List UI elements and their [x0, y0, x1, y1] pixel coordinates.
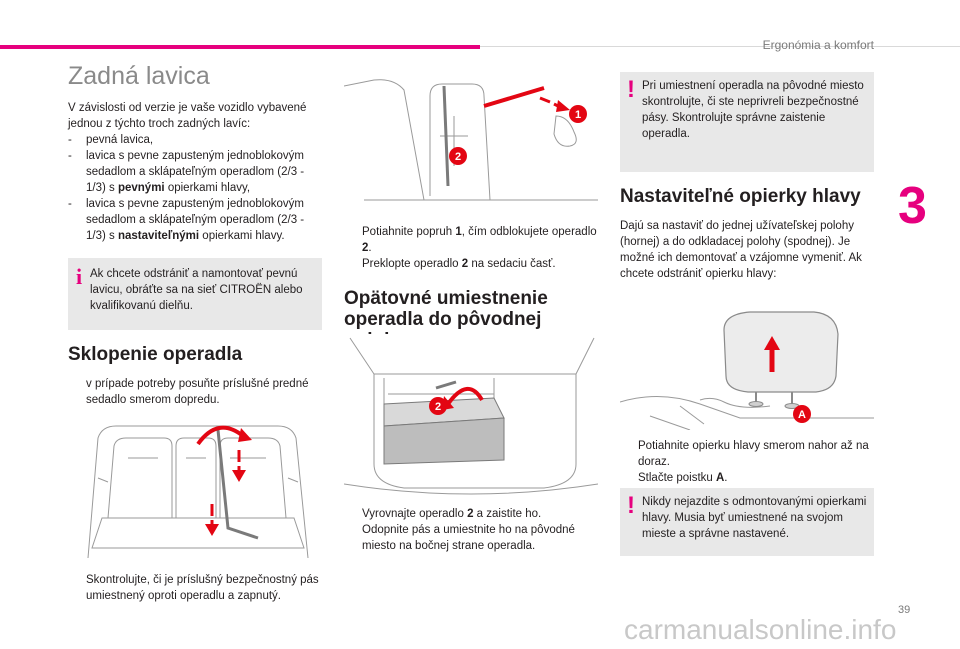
rear-bench-illustration — [68, 418, 322, 568]
strap-release-illustration: 1 2 — [343, 76, 598, 210]
col2-steps-bottom: Vyrovnajte operadlo 2 a zaistite ho. Odo… — [344, 506, 598, 554]
bullet-icon — [620, 470, 638, 486]
callout-2-label: 2 — [435, 401, 441, 413]
col2-steps-top: Potiahnite popruh 1, čím odblokujete ope… — [344, 224, 598, 272]
warning-box: ! Pri umiestnení operadla na pôvodné mie… — [620, 72, 874, 172]
step-item: Vyrovnajte operadlo 2 a zaistite ho. — [344, 506, 598, 522]
bullet-icon — [344, 256, 362, 272]
intro-paragraph: V závislosti od verzie je vaše vozidlo v… — [68, 102, 307, 130]
step-item: Stlačte poistku A. — [620, 470, 874, 486]
step-item: Potiahnite opierku hlavy smerom nahor až… — [620, 438, 874, 470]
callout-a-label: A — [798, 409, 806, 421]
info-text: Ak chcete odstrániť a namontovať pevnú l… — [90, 268, 303, 312]
step-item: Skontrolujte, či je príslušný bezpečnost… — [68, 572, 322, 604]
bullet-icon — [68, 572, 86, 604]
subsection-title: Sklopenie operadla — [68, 344, 243, 365]
callout-2-label: 2 — [455, 151, 461, 163]
intro-text: V závislosti od verzie je vaše vozidlo v… — [68, 100, 322, 244]
bullet-icon — [620, 438, 638, 470]
warning-box: ! Nikdy nejazdite s odmontovanými opierk… — [620, 488, 874, 556]
watermark: carmanualsonline.info — [624, 614, 897, 645]
subsection-title: Nastaviteľné opierky hlavy — [620, 186, 861, 207]
list-item: - pevná lavica, — [68, 134, 154, 146]
bullet-icon — [68, 376, 86, 408]
callout-1-marker — [569, 105, 587, 123]
callout-1-label: 1 — [575, 109, 581, 121]
trunk-illustration: 2 — [343, 334, 599, 500]
step-item: Odopnite pás a umiestnite ho na pôvodné … — [344, 522, 598, 554]
bullet-icon — [344, 224, 362, 256]
strap-release-drawing: 1 2 — [343, 79, 598, 201]
step-item: Preklopte operadlo 2 na sedaciu časť. — [344, 256, 598, 272]
rear-bench-drawing — [87, 425, 309, 559]
header-accent-bar — [0, 45, 480, 49]
warning-text: Pri umiestnení operadla na pôvodné miest… — [642, 80, 864, 140]
col3-steps: Potiahnite opierku hlavy smerom nahor až… — [620, 438, 874, 486]
list-item: - lavica s pevne zapusteným jednoblokový… — [68, 198, 305, 242]
trunk-drawing: 2 — [343, 337, 599, 495]
warning-icon: ! — [627, 492, 635, 519]
section-title: Ergonómia a komfort — [762, 38, 874, 52]
page-title: Zadná lavica — [68, 62, 210, 90]
warning-text: Nikdy nejazdite s odmontovanými opierkam… — [642, 496, 867, 540]
warning-icon: ! — [627, 76, 635, 103]
page-number: 39 — [898, 604, 911, 616]
subsection-title: Opätovné umiestnenie operadla do pôvodne… — [344, 288, 548, 351]
bullet-icon — [344, 506, 362, 522]
headrest-illustration: A — [619, 306, 874, 431]
info-icon: i — [76, 264, 83, 289]
step-item: v prípade potreby posuňte príslušné pred… — [68, 376, 322, 408]
callout-2-marker — [449, 147, 467, 165]
callout-a-marker — [793, 405, 811, 423]
headrest-intro: Dajú sa nastaviť do jednej užívateľskej … — [620, 220, 862, 280]
callout-2-marker — [429, 397, 447, 415]
headrest-drawing: A — [619, 311, 874, 431]
list-item: - lavica s pevne zapusteným jednoblokový… — [68, 150, 305, 194]
header-rule — [480, 46, 960, 47]
chapter-number: 3 — [898, 177, 927, 235]
bullet-icon — [344, 522, 362, 554]
info-box: i Ak chcete odstrániť a namontovať pevnú… — [68, 258, 322, 330]
step-item: Potiahnite popruh 1, čím odblokujete ope… — [344, 224, 598, 256]
